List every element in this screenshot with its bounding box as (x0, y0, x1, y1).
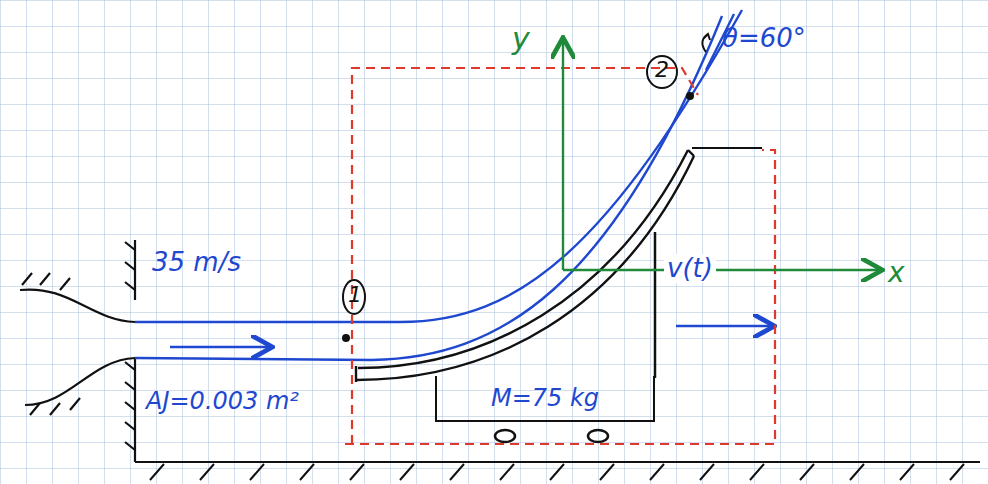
callout-number: 1 (348, 283, 362, 307)
angle-label: θ=60° (722, 24, 806, 53)
section-points (342, 56, 694, 342)
ground (135, 462, 980, 480)
axis-label: y (512, 22, 530, 55)
area-label: AJ=0.003 m² (146, 388, 299, 414)
velocity-label: v(t) (664, 254, 716, 283)
water-jet (135, 10, 772, 360)
callout-number: 2 (655, 58, 669, 82)
control-volume (345, 68, 775, 444)
vane (356, 150, 694, 382)
cart-box: M=75 kg (435, 376, 655, 422)
axes (563, 40, 880, 270)
mass-label: M=75 kg (491, 384, 599, 412)
axis-label: x (888, 258, 905, 289)
nozzle-wall (20, 240, 135, 462)
velocity-label: 35 m/s (152, 248, 241, 277)
